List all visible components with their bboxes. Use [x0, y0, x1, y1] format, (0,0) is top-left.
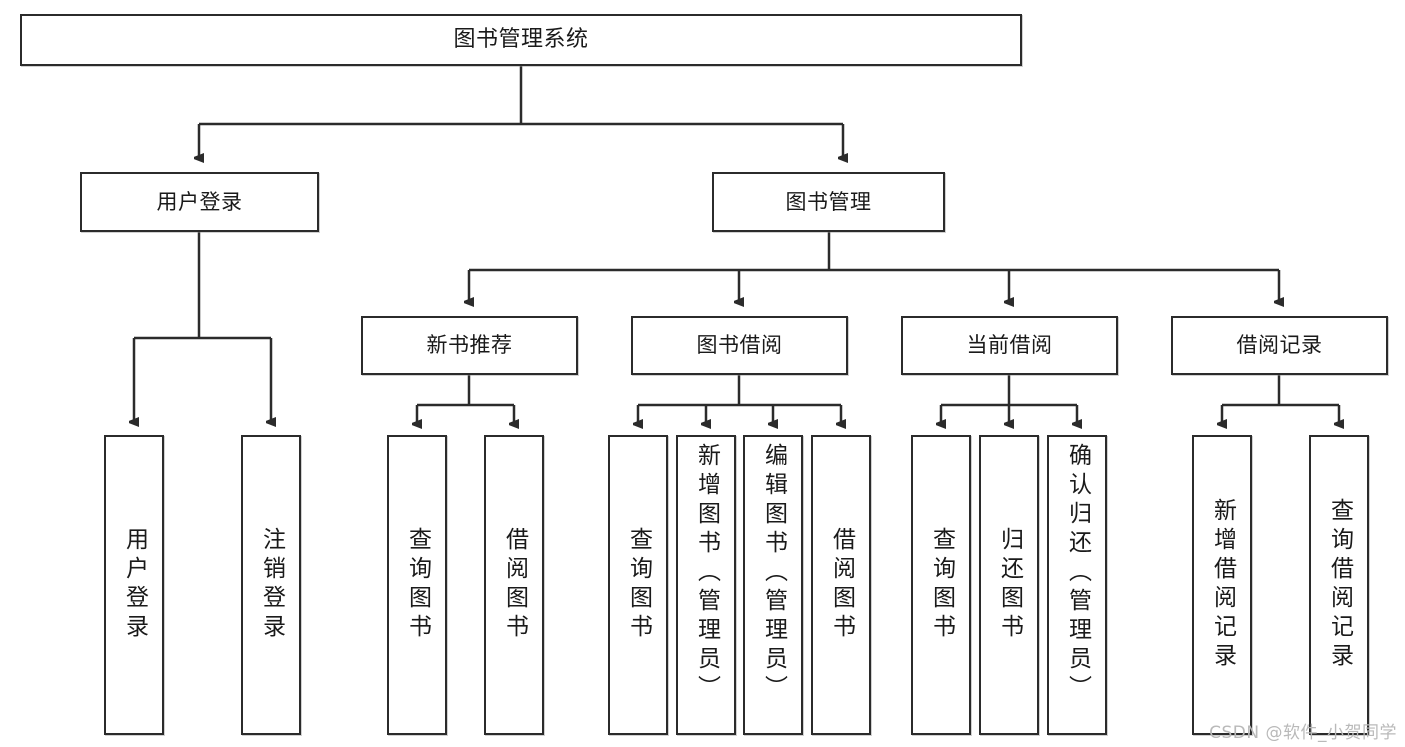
node-label: 借阅图书	[828, 527, 855, 643]
leaf-book-borrow-add[interactable]: 新增图书（管理员）	[676, 435, 736, 735]
node-label: 借阅记录	[1236, 333, 1323, 358]
node-label: 查询图书	[404, 527, 431, 643]
node-label: 查询图书	[928, 527, 955, 643]
node-root-system[interactable]: 图书管理系统	[20, 14, 1022, 66]
node-book-management[interactable]: 图书管理	[712, 172, 945, 232]
node-user-login[interactable]: 用户登录	[80, 172, 319, 232]
leaf-new-book-query[interactable]: 查询图书	[387, 435, 447, 735]
node-borrow-record[interactable]: 借阅记录	[1171, 316, 1388, 375]
leaf-book-borrow-edit[interactable]: 编辑图书（管理员）	[743, 435, 803, 735]
node-label: 新增借阅记录	[1209, 498, 1236, 672]
watermark-text: CSDN @软件_小贺同学	[1209, 723, 1397, 743]
node-label: 用户登录	[156, 189, 243, 214]
node-label: 借阅图书	[501, 527, 528, 643]
node-label: 确认归还（管理员）	[1064, 443, 1091, 704]
node-label: 图书管理	[785, 189, 872, 214]
leaf-current-borrow-confirm-return[interactable]: 确认归还（管理员）	[1047, 435, 1107, 735]
node-new-book-recommend[interactable]: 新书推荐	[361, 316, 578, 375]
leaf-user-login-signin[interactable]: 用户登录	[104, 435, 164, 735]
node-label: 新书推荐	[426, 333, 513, 358]
leaf-book-borrow-lend[interactable]: 借阅图书	[811, 435, 871, 735]
leaf-new-book-borrow[interactable]: 借阅图书	[484, 435, 544, 735]
node-label: 图书管理系统	[453, 27, 589, 53]
node-current-borrow[interactable]: 当前借阅	[901, 316, 1118, 375]
leaf-book-borrow-query[interactable]: 查询图书	[608, 435, 668, 735]
node-label: 当前借阅	[966, 333, 1053, 358]
node-label: 用户登录	[121, 527, 148, 643]
leaf-borrow-record-add[interactable]: 新增借阅记录	[1192, 435, 1252, 735]
node-label: 图书借阅	[696, 333, 783, 358]
leaf-borrow-record-query[interactable]: 查询借阅记录	[1309, 435, 1369, 735]
node-label: 归还图书	[996, 527, 1023, 643]
leaf-current-borrow-query[interactable]: 查询图书	[911, 435, 971, 735]
node-label: 新增图书（管理员）	[693, 443, 720, 704]
node-label: 注销登录	[258, 527, 285, 643]
node-label: 查询图书	[625, 527, 652, 643]
node-book-borrow[interactable]: 图书借阅	[631, 316, 848, 375]
node-label: 编辑图书（管理员）	[760, 443, 787, 704]
leaf-user-login-signout[interactable]: 注销登录	[241, 435, 301, 735]
node-label: 查询借阅记录	[1326, 498, 1353, 672]
leaf-current-borrow-return[interactable]: 归还图书	[979, 435, 1039, 735]
